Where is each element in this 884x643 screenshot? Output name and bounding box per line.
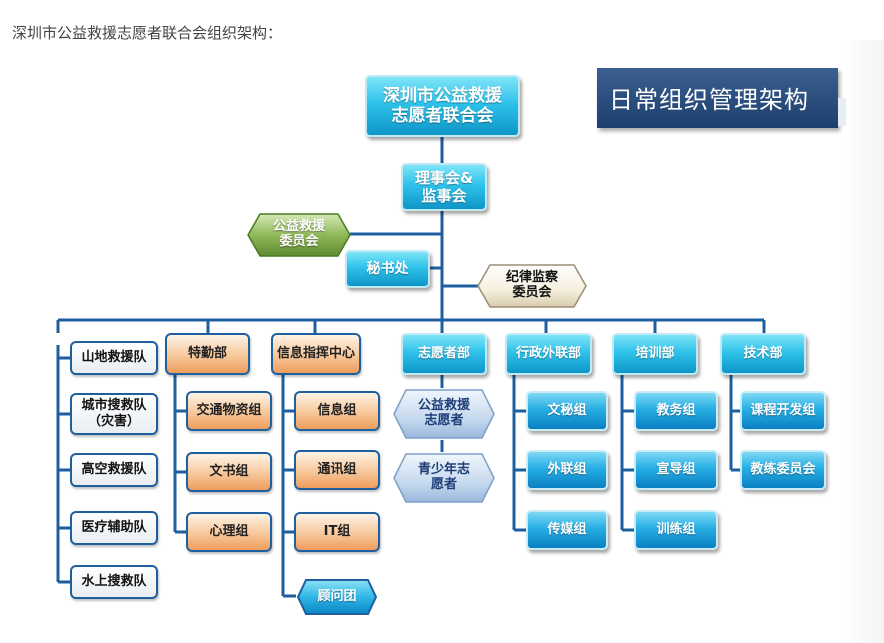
- node-info-command: 信息指挥中心: [271, 333, 361, 375]
- node-drill: 训练组: [634, 510, 718, 550]
- node-youth-volunteers: 青少年志 愿者: [392, 452, 496, 504]
- node-clerical: 文书组: [186, 452, 272, 492]
- node-course-dev: 课程开发组: [740, 391, 826, 431]
- node-psychology: 心理组: [186, 512, 272, 552]
- node-discipline-committee: 纪律监察 委员会: [476, 263, 588, 309]
- node-training-dept: 培训部: [612, 333, 698, 375]
- node-comm-group: 通讯组: [294, 450, 380, 490]
- node-secretarial: 文秘组: [526, 391, 608, 431]
- node-team-mountain: 山地救援队: [70, 341, 158, 375]
- node-team-medical: 医疗辅助队: [70, 511, 158, 545]
- node-info-group: 信息组: [294, 391, 380, 431]
- node-rescue-committee: 公益救援 委员会: [246, 212, 352, 258]
- node-special-service: 特勤部: [165, 333, 250, 375]
- node-advisory: 顾问团: [296, 578, 378, 616]
- node-academic: 教务组: [634, 391, 718, 431]
- node-team-water: 水上搜救队: [70, 565, 158, 599]
- title-side-strip: [838, 98, 846, 126]
- hexagon-shape: [393, 389, 495, 439]
- node-team-highaltitude: 高空救援队: [70, 453, 158, 487]
- node-youth-volunteers-label: 青少年志 愿者: [417, 462, 470, 492]
- node-rescue-volunteers: 公益救援 志愿者: [392, 388, 496, 440]
- hexagon-shape: [393, 453, 495, 503]
- node-liaison: 外联组: [526, 450, 608, 490]
- node-board: 理事会& 监事会: [401, 163, 487, 211]
- node-volunteer-dept: 志愿者部: [401, 333, 487, 375]
- page-edge-shade: [844, 40, 884, 643]
- node-team-urban: 城市搜救队 （灾害）: [70, 393, 158, 435]
- caption: 深圳市公益救援志愿者联合会组织架构：: [12, 24, 283, 42]
- node-coach-committee: 教练委员会: [740, 450, 826, 490]
- node-rescue-volunteers-label: 公益救援 志愿者: [417, 398, 470, 428]
- node-admin-dept: 行政外联部: [505, 333, 592, 375]
- node-discipline-committee-label: 纪律监察 委员会: [505, 270, 558, 300]
- node-federation: 深圳市公益救援 志愿者联合会: [365, 75, 520, 137]
- node-traffic-supplies: 交通物资组: [186, 391, 272, 431]
- node-outreach: 宣导组: [634, 450, 718, 490]
- node-advisory-label: 顾问团: [317, 588, 357, 604]
- hexagon-shape: [247, 213, 351, 257]
- node-media: 传媒组: [526, 510, 608, 550]
- node-tech-dept: 技术部: [720, 333, 806, 375]
- hexagon-shape: [477, 264, 587, 308]
- node-it-group: IT组: [294, 512, 380, 552]
- diagram-title-text: 日常组织管理架构: [609, 86, 809, 114]
- node-rescue-committee-label: 公益救援 委员会: [272, 219, 325, 249]
- node-secretariat: 秘书处: [345, 250, 430, 288]
- diagram-title: 日常组织管理架构: [597, 68, 838, 128]
- hexagon-shape: [296, 579, 378, 615]
